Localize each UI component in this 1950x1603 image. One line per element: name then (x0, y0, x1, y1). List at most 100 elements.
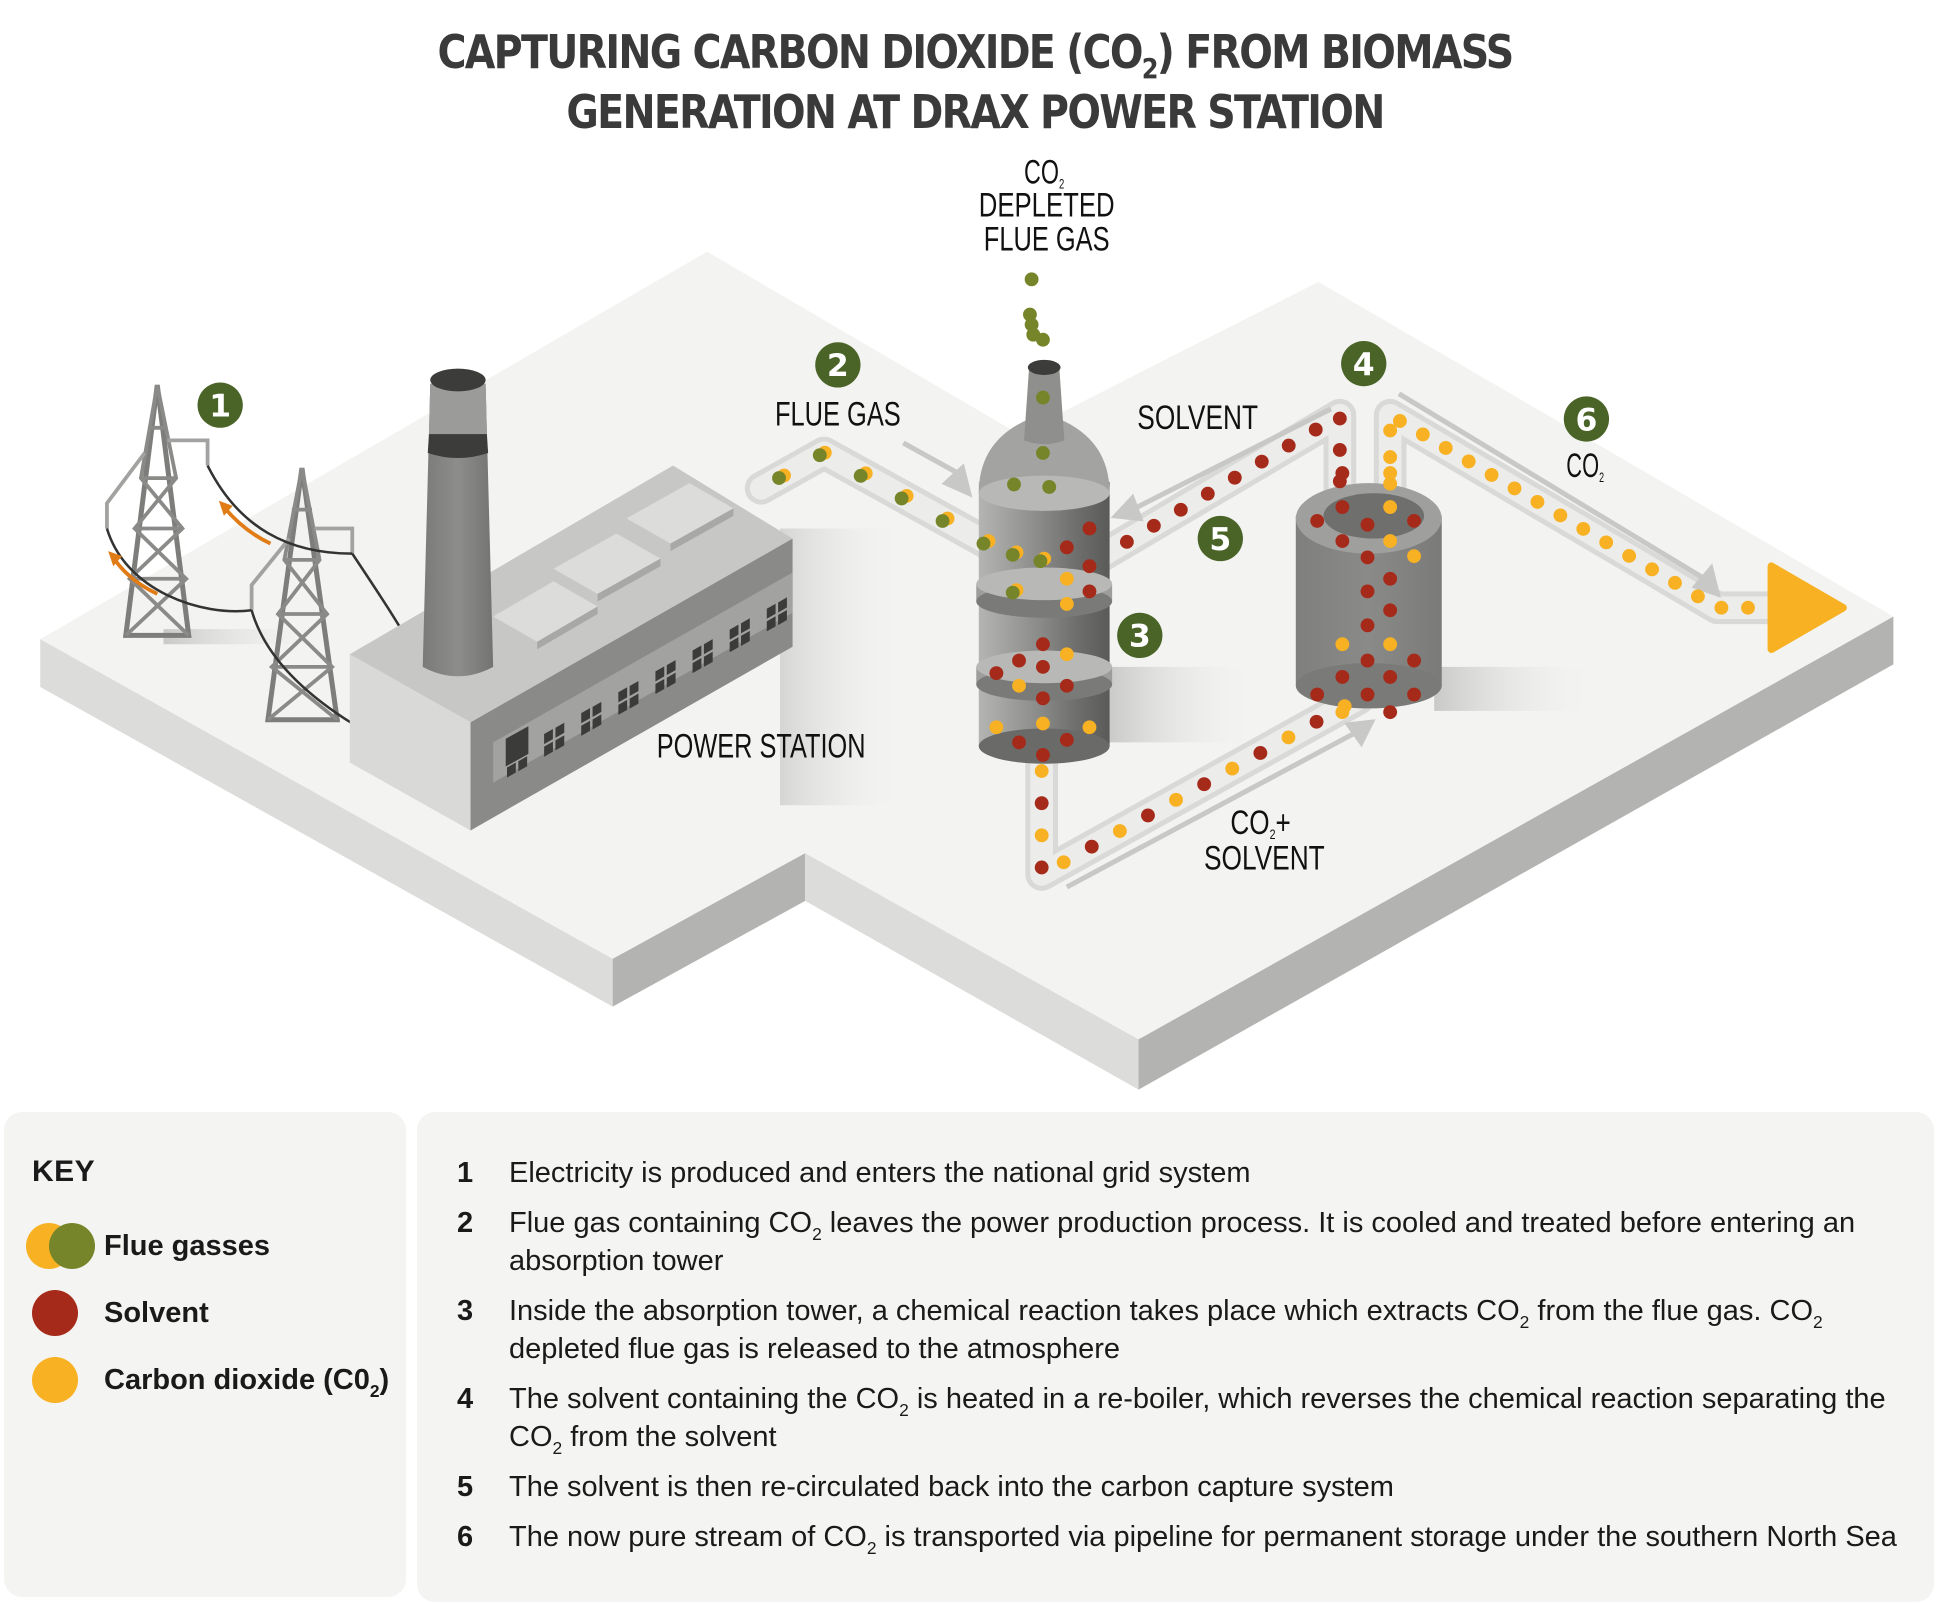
electricity-pylons (105, 384, 417, 725)
tower-dot (1082, 559, 1097, 574)
boiler-dot (1335, 534, 1350, 548)
badge-step-3: 3 (1117, 612, 1163, 659)
title-line-2: GENERATION AT DRAX POWER STATION (566, 85, 1385, 139)
tower-dot (1012, 653, 1026, 668)
tower-dot (1036, 716, 1050, 731)
co2-solvent-dot (1112, 824, 1127, 838)
step-text: Flue gas containing CO2 leaves the power… (509, 1207, 1856, 1277)
window-pane (618, 699, 628, 715)
step-item-5: 5 The solvent is then re-circulated back… (457, 1468, 1920, 1506)
tower-dot (1082, 584, 1097, 599)
step-item-2: 2 Flue gas containing CO2 leaves the pow… (457, 1204, 1920, 1280)
window-pane (581, 720, 591, 736)
co2-solvent-dot (1034, 796, 1049, 811)
window-pane (581, 708, 591, 724)
boiler-dot (1310, 513, 1325, 528)
boiler-dot (1335, 637, 1350, 652)
window-pane (618, 687, 628, 703)
tower-dot (1012, 735, 1026, 750)
tower-dot (1036, 637, 1050, 652)
co2-dot (1714, 600, 1729, 615)
roof-vent (553, 533, 661, 594)
boiler-dot (1360, 517, 1375, 532)
co2-dot (1530, 494, 1545, 509)
co2-dot (1668, 575, 1682, 590)
key-item-solvent: Solvent (26, 1288, 209, 1338)
window-pane (778, 609, 787, 626)
tower-dot (1059, 732, 1074, 747)
boiler-dot (1335, 466, 1350, 481)
window-pane (655, 666, 665, 682)
boiler-dot (1407, 549, 1421, 564)
label-co2-plus: CO2+ (1230, 804, 1290, 842)
boiler-dot (1383, 603, 1398, 618)
page-title: CAPTURING CARBON DIOXIDE (CO2) FROM BIOM… (137, 22, 1814, 142)
boiler-dot (1335, 670, 1350, 684)
co2-dot (1438, 441, 1453, 455)
arrow-head-icon (941, 463, 973, 498)
co2-dot (1599, 535, 1614, 550)
exhaust-dot (1036, 446, 1050, 460)
label-solvent: SOLVENT (1137, 399, 1258, 437)
step-text: Electricity is produced and enters the n… (509, 1157, 1251, 1189)
co2-dot (1690, 589, 1705, 604)
co2-solvent-dot (1056, 855, 1071, 870)
co2-solvent-dot (1309, 714, 1324, 729)
key-panel: KEY Flue gasses Solvent Carbon dioxide (… (4, 1112, 406, 1597)
solvent-swatch-icon (26, 1290, 96, 1336)
tower-dot (1059, 540, 1074, 555)
arrow-head-icon (1691, 563, 1721, 598)
platform-top (40, 251, 1894, 1040)
co2-dot (1415, 427, 1430, 442)
co2-dot (1507, 481, 1522, 496)
window-pane (629, 693, 639, 709)
label-power-station: POWER STATION (657, 727, 866, 765)
boiler-dot (1310, 687, 1325, 702)
tower-dot (1005, 547, 1020, 562)
solvent-dot (1146, 518, 1161, 533)
platform-right-side (1138, 616, 1894, 1090)
boiler-dot (1360, 618, 1375, 633)
window-pane (741, 618, 750, 634)
solvent-dot (1254, 454, 1269, 469)
tower-dot (1036, 691, 1050, 706)
flue-gas-dot-gas (812, 448, 827, 463)
tower-dot (1082, 521, 1097, 536)
label-co2-solvent: SOLVENT (1204, 839, 1325, 877)
window-pane (629, 680, 639, 697)
window-pane (666, 672, 676, 688)
tower-dot (1059, 597, 1074, 611)
label-depleted: DEPLETED (979, 186, 1115, 224)
window-pane (703, 651, 713, 667)
platform-mid-side (805, 853, 1139, 1090)
flue-gas-dot-gas (772, 471, 786, 485)
co2-dot (1383, 423, 1398, 438)
badge-step-5: 5 (1197, 515, 1243, 562)
boiler-dot (1383, 466, 1398, 481)
co2-solvent-dot (1034, 764, 1049, 778)
tower-dot (1033, 554, 1048, 569)
tower-dot (1012, 678, 1026, 693)
boiler-dot (1360, 653, 1375, 668)
boiler-dot (1407, 653, 1421, 668)
solvent-dot (1332, 411, 1347, 426)
co2-solvent-dot (1281, 730, 1296, 745)
diagram-labels: CO2 DEPLETED FLUE GAS FLUE GAS SOLVENT C… (657, 154, 1604, 878)
window-pane (692, 645, 702, 661)
key-title: KEY (32, 1155, 96, 1188)
boiler-dot (1335, 705, 1350, 720)
step-text: The now pure stream of CO2 is transporte… (509, 1521, 1897, 1558)
badge-step-4: 4 (1341, 340, 1387, 387)
co2-solvent-dot (1225, 761, 1240, 776)
flue-gasses-swatch-icon (26, 1223, 96, 1269)
power-line (105, 528, 252, 613)
building-left-face (349, 654, 471, 831)
power-line (250, 609, 353, 725)
svg-text:2: 2 (827, 348, 849, 384)
tower-dot (989, 666, 1004, 681)
co2-solvent-dot (1141, 808, 1155, 823)
roof-vent (626, 483, 734, 544)
boiler-dot (1383, 637, 1398, 652)
key-item-carbon-dioxide: Carbon dioxide (C02) (26, 1355, 389, 1405)
boiler-dot (1407, 687, 1421, 702)
